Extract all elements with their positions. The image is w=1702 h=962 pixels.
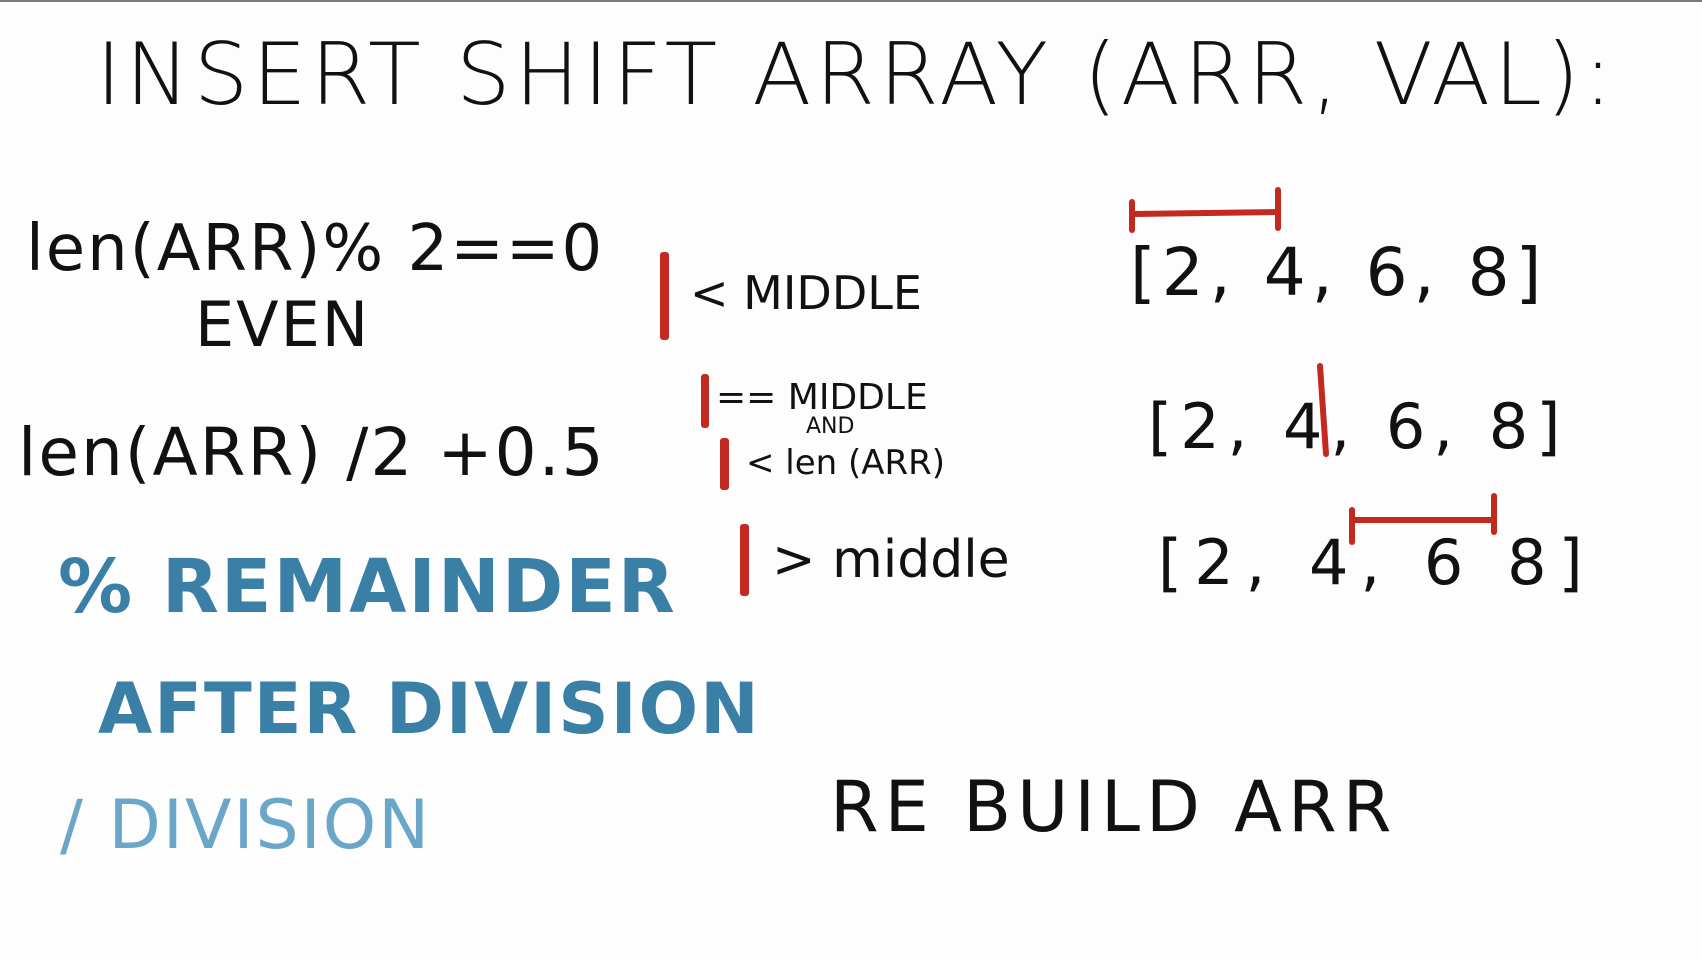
remainder-note: % REMAINDER bbox=[58, 544, 677, 630]
array-example: [2, 4, 6 8] bbox=[1158, 526, 1595, 599]
page-title: INSERT SHIFT ARRAY (ARR, VAL): bbox=[96, 25, 1617, 125]
split-line bbox=[1317, 363, 1329, 457]
even-label: EVEN bbox=[195, 288, 371, 361]
condition-text: > middle bbox=[772, 530, 1010, 590]
red-index-marker bbox=[740, 524, 749, 596]
red-index-marker bbox=[701, 374, 709, 428]
and-connector: AND bbox=[806, 414, 855, 439]
middle-formula-note: len(ARR) /2 +0.5 bbox=[18, 414, 606, 491]
footer-note: RE BUILD ARR bbox=[830, 766, 1398, 848]
division-note: / DIVISION bbox=[60, 786, 432, 865]
red-index-marker bbox=[660, 252, 669, 340]
condition-text: < len (ARR) bbox=[746, 443, 946, 483]
array-example: [2, 4, 6, 8] bbox=[1130, 234, 1548, 311]
even-check-note: len(ARR)% 2==0 bbox=[26, 212, 605, 286]
red-index-marker bbox=[720, 438, 729, 490]
condition-text: < MIDDLE bbox=[690, 266, 922, 320]
array-example: [2, 4, 6, 8] bbox=[1148, 390, 1569, 463]
after-division-note: AFTER DIVISION bbox=[98, 668, 761, 750]
condition-text: == MIDDLE bbox=[716, 377, 928, 418]
range-bracket-top bbox=[1129, 209, 1281, 217]
